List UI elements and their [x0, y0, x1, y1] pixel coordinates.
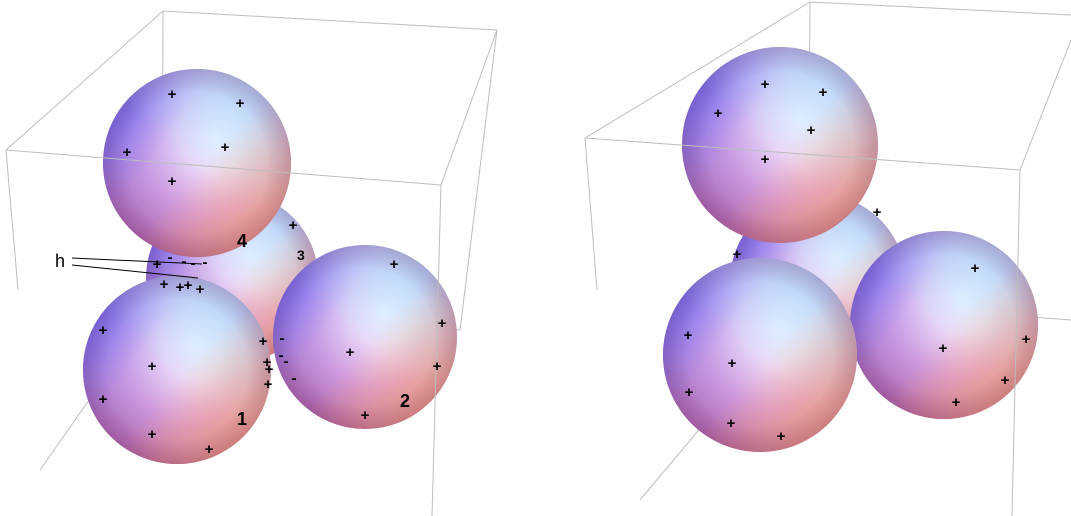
right-box-front-edges	[584, 39, 1071, 516]
plus-charge: +	[1022, 331, 1031, 348]
left-box-front-edges	[5, 29, 498, 516]
plus-charge: +	[168, 173, 177, 190]
plus-charge: +	[952, 394, 961, 411]
plus-charge: +	[727, 415, 736, 432]
minus-charge: -	[279, 347, 284, 364]
plus-charge: +	[971, 260, 980, 277]
sphere-1	[83, 276, 271, 464]
sphere-3-label: 3	[297, 247, 305, 263]
h-annotation: h	[55, 251, 203, 279]
plus-charge: +	[148, 426, 157, 443]
h-label: h	[55, 251, 65, 271]
plus-charge: +	[1001, 372, 1010, 389]
plus-charge: +	[99, 322, 108, 339]
plus-charge: +	[346, 344, 355, 361]
sphere-4-right	[682, 47, 878, 243]
plus-charge: +	[259, 333, 268, 350]
plus-charge: +	[438, 315, 447, 332]
plus-charge: +	[819, 84, 828, 101]
minus-charge: -	[284, 353, 289, 370]
plus-charge: +	[777, 428, 786, 445]
left-minus-charges: - - - - - - - -	[168, 249, 297, 387]
sphere-1-label: 1	[237, 409, 247, 429]
plus-charge: +	[168, 86, 177, 103]
plus-charge: +	[939, 340, 948, 357]
sphere-4	[103, 69, 291, 257]
plus-charge: +	[184, 277, 193, 294]
plus-charge: +	[761, 76, 770, 93]
plus-charge: +	[264, 376, 273, 393]
sphere-2-label: 2	[400, 391, 410, 411]
minus-charge: -	[191, 255, 196, 272]
plus-charge: +	[153, 256, 162, 273]
plus-charge: +	[714, 105, 723, 122]
plus-charge: +	[685, 384, 694, 401]
plus-charge: +	[205, 441, 214, 458]
minus-charge: -	[203, 254, 208, 271]
plus-charge: +	[263, 354, 272, 371]
plus-charge: +	[289, 217, 298, 234]
minus-charge: -	[280, 330, 285, 347]
plus-charge: +	[684, 327, 693, 344]
minus-charge: -	[168, 249, 173, 266]
plus-charge: +	[390, 256, 399, 273]
plus-charge: +	[733, 246, 742, 263]
plus-charge: +	[196, 281, 205, 298]
plus-charge: +	[123, 144, 132, 161]
plus-charge: +	[433, 358, 442, 375]
plus-charge: +	[221, 139, 230, 156]
sphere-4-label: 4	[237, 231, 247, 251]
sphere-2	[273, 245, 457, 429]
plus-charge: +	[873, 204, 882, 221]
plus-charge: +	[176, 279, 185, 296]
plus-charge: +	[99, 391, 108, 408]
plus-charge: +	[728, 355, 737, 372]
sphere-2-right	[850, 231, 1038, 419]
plus-charge: +	[807, 122, 816, 139]
plus-charge: +	[148, 358, 157, 375]
right-panel: + + + + + + + + + + + + + + + + +	[584, 1, 1071, 516]
right-plus-charges: + + + + + + + + + + + + + + + + +	[684, 76, 1031, 445]
sphere-1-right	[663, 258, 857, 452]
plus-charge: +	[761, 151, 770, 168]
minus-charge: -	[182, 253, 187, 270]
left-panel: h 4 3 2 1 + + + + + + + + + + + + + + + …	[5, 10, 498, 516]
left-plus-charges: + + + + + + + + + + + + + + + + + + + + …	[99, 86, 447, 458]
plus-charge: +	[361, 407, 370, 424]
plus-charge: +	[236, 95, 245, 112]
plus-charge: +	[265, 361, 274, 378]
plus-charge: +	[160, 276, 169, 293]
minus-charge: -	[292, 370, 297, 387]
